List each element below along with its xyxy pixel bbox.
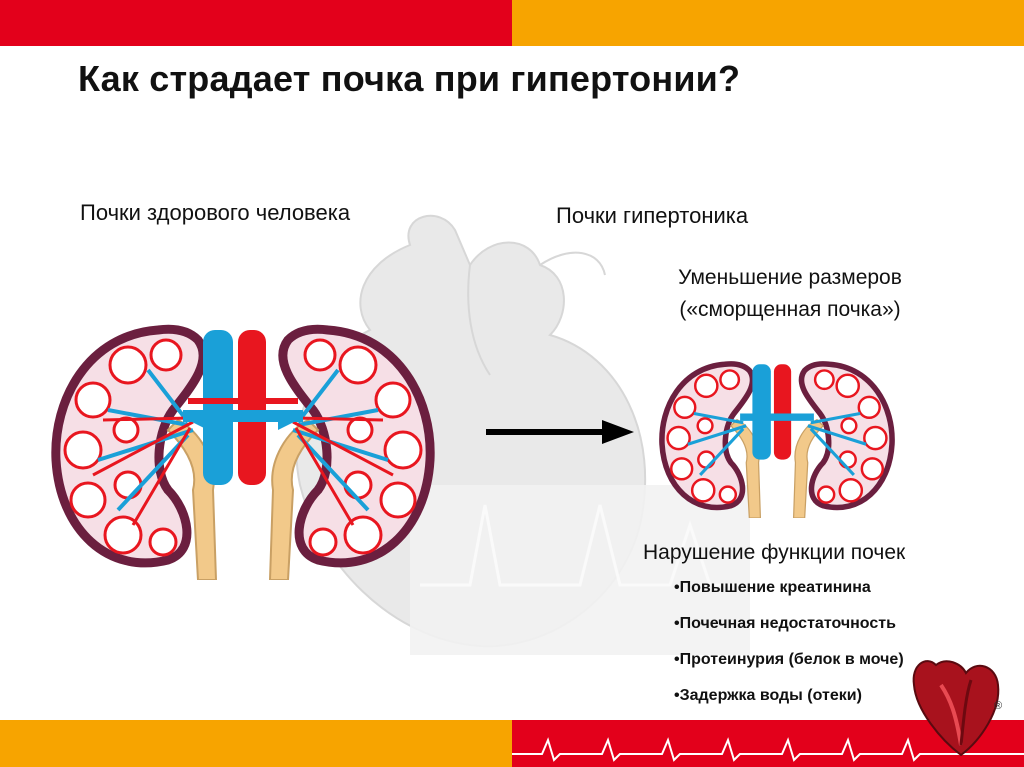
size-reduction-line1: Уменьшение размеров [620,262,960,294]
right-kidney-icon [270,329,430,580]
vena-cava-icon [203,330,233,485]
kidney-function-title: Нарушение функции почек [643,541,905,565]
right-shrunken-kidney-icon [794,364,892,518]
left-kidney-icon [56,329,216,580]
list-item: •Протеинурия (белок в моче) [674,647,904,683]
healthy-kidneys-label: Почки здорового человека [80,200,350,226]
registered-mark: ® [994,700,1002,712]
bottom-bar-orange [0,720,512,767]
size-reduction-line2: («сморщенная почка») [620,294,960,326]
list-item: •Задержка воды (отеки) [674,683,904,719]
left-shrunken-kidney-icon [662,364,760,518]
heart-icon [906,655,1006,760]
top-color-bar [0,0,1024,46]
hypertensive-kidneys-label: Почки гипертоника [556,203,748,229]
arrow-right-icon [486,417,634,447]
top-bar-orange [512,0,1024,46]
page-title: Как страдает почка при гипертонии? [78,58,740,100]
shrunken-kidney-pair-icon [638,352,916,518]
list-item: •Почечная недостаточность [674,611,904,647]
top-bar-red [0,0,512,46]
aorta-icon [238,330,266,485]
effects-list: •Повышение креатинина •Почечная недостат… [674,575,904,719]
size-reduction-note: Уменьшение размеров («сморщенная почка») [620,262,960,326]
healthy-kidney-pair-icon [48,310,438,580]
list-item: •Повышение креатинина [674,575,904,611]
